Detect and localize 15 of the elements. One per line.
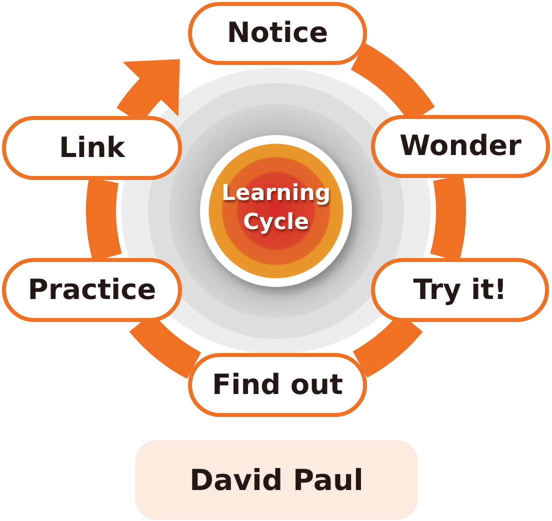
stage-label: Practice: [28, 274, 156, 306]
name-plate: [135, 440, 418, 520]
cycle-band: [86, 178, 122, 261]
stage-pill: [371, 115, 550, 178]
stage-label: Link: [59, 132, 125, 164]
stage-pill: [2, 116, 182, 180]
stage-label: Wonder: [400, 131, 522, 162]
author-name: David Paul: [190, 463, 364, 497]
stage-pill: [2, 258, 182, 322]
stage-label: Find out: [212, 370, 343, 400]
stage-label: Try it!: [413, 274, 507, 306]
center-title: Learning Cycle: [220, 180, 332, 237]
cycle-band: [430, 176, 466, 261]
stage-pill: [371, 258, 549, 322]
stage-label: Notice: [226, 18, 328, 49]
